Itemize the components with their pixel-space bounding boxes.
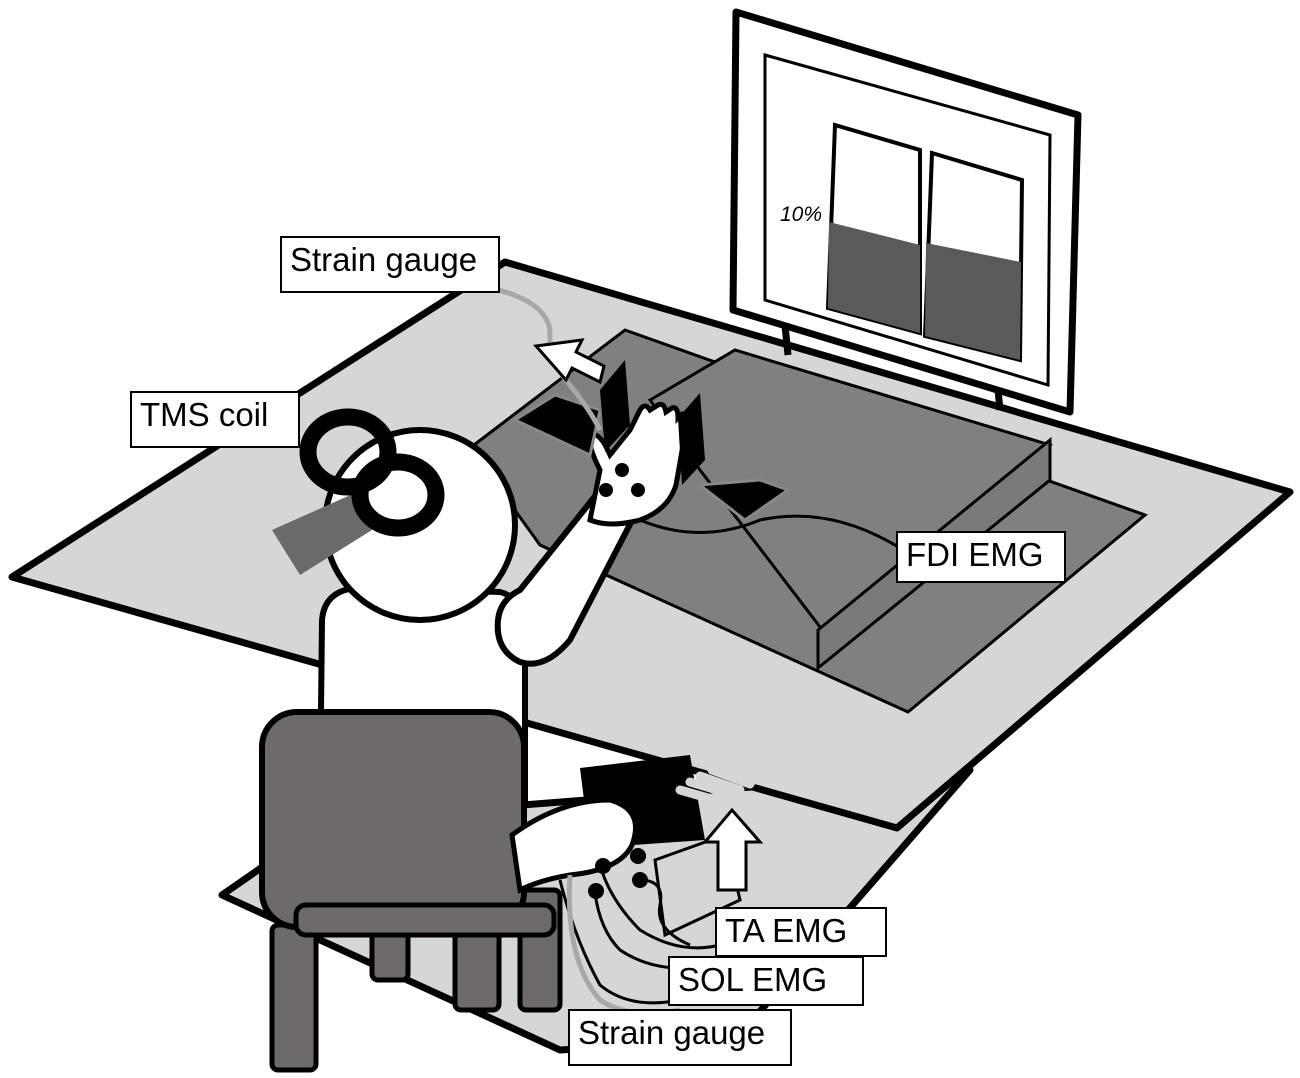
tms-coil-loop-icon — [351, 453, 445, 537]
finger-plate-slot-right — [696, 478, 792, 522]
finger-plate-left — [600, 360, 630, 452]
sol-electrode — [630, 848, 646, 864]
fdi-electrode — [599, 483, 613, 497]
fdi-electrode — [615, 463, 629, 477]
tms-coil-loop-icon — [299, 408, 397, 496]
label-sol-emg: SOL EMG — [668, 956, 864, 1006]
foot-cables — [558, 864, 721, 1005]
label-ta-emg: TA EMG — [715, 907, 887, 957]
ta-electrode — [588, 883, 604, 899]
label-strain-gauge-foot: Strain gauge — [568, 1009, 792, 1066]
tms-coil-handle — [272, 493, 372, 575]
feedback-bar-right-fill — [925, 243, 1021, 360]
chair-seat — [293, 902, 557, 938]
label-tms-coil: TMS coil — [130, 391, 300, 448]
fdi-electrode — [631, 483, 645, 497]
finger-plate-slot-left — [511, 393, 602, 458]
hand-force-arrow-icon — [533, 338, 606, 385]
foot-force-arrow-icon — [701, 807, 764, 892]
chair-leg-front-left — [269, 922, 319, 1073]
label-strain-gauge-hand: Strain gauge — [280, 236, 500, 293]
toes — [675, 761, 759, 805]
monitor-stand-left — [781, 324, 792, 356]
finger-plate-right — [678, 393, 705, 485]
feedback-bar-left-fill — [828, 222, 920, 333]
subject-hand — [587, 401, 689, 527]
fdi-cable — [639, 514, 901, 550]
feedback-target-label: 10% — [780, 203, 823, 226]
label-fdi-emg: FDI EMG — [896, 531, 1066, 583]
ta-electrode — [595, 858, 611, 874]
chair-back — [259, 709, 527, 930]
sol-electrode — [632, 872, 648, 888]
